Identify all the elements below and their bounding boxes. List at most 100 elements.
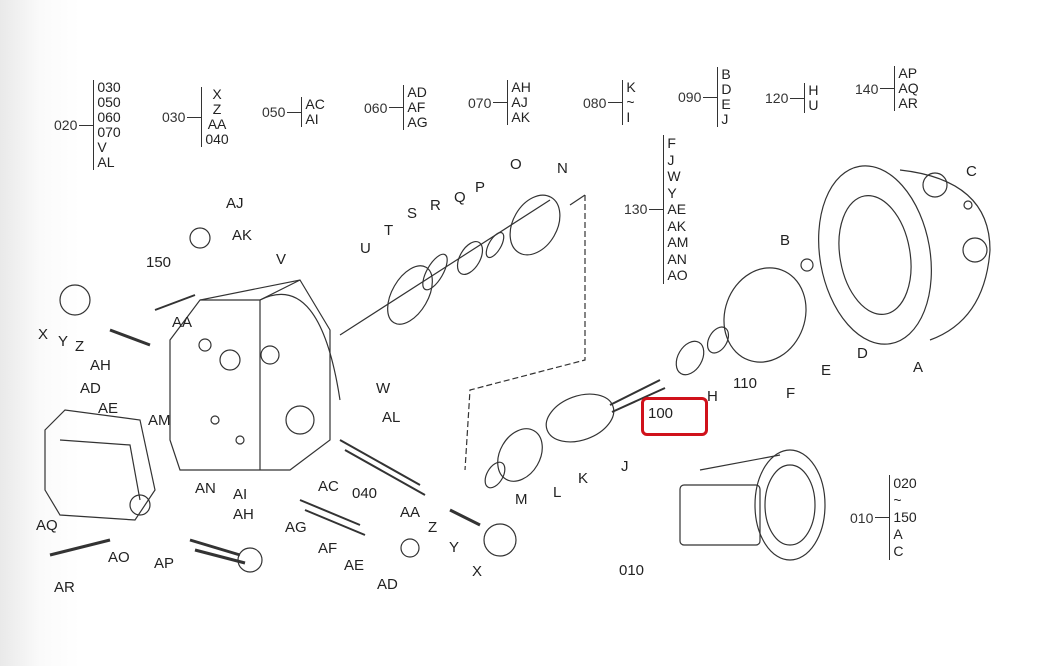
item: X: [212, 86, 222, 102]
callout-y: Y: [449, 539, 460, 556]
leader-line: [880, 88, 895, 89]
leader-line: [875, 517, 890, 518]
item: J: [721, 111, 729, 127]
callout-ae: AE: [344, 557, 365, 574]
callout-aa: AA: [400, 504, 421, 521]
callout-aj: AJ: [226, 195, 244, 212]
item: W: [667, 168, 681, 184]
group-key: 070: [468, 94, 492, 111]
callout-ah: AH: [233, 506, 254, 523]
callout-n: N: [557, 160, 568, 177]
item: ~: [893, 492, 902, 508]
callout-v: V: [276, 251, 287, 268]
item: AI: [305, 111, 319, 127]
item: AJ: [511, 94, 528, 110]
group-key: 060: [364, 99, 388, 116]
item: AN: [667, 250, 687, 267]
rotating-group: [339, 194, 586, 471]
callout-p: P: [475, 179, 486, 196]
item: AP: [898, 65, 918, 81]
item: U: [808, 97, 819, 113]
callout-c: C: [966, 163, 977, 180]
callout-s: S: [407, 205, 418, 222]
item: AL: [97, 154, 115, 170]
callout-040: 040: [352, 485, 378, 502]
callout-z: Z: [75, 338, 85, 355]
leader-line: [287, 111, 302, 113]
leader-line: [389, 107, 404, 108]
callout-j: J: [621, 458, 629, 475]
leader-line: [649, 208, 664, 210]
motor-housing: [800, 165, 991, 345]
callout-ao: AO: [108, 549, 130, 566]
end-cover: [44, 409, 156, 521]
item: AD: [407, 84, 427, 100]
leader-line: [493, 102, 508, 103]
callout-ad: AD: [377, 576, 398, 593]
item: AH: [511, 79, 531, 95]
item: 060: [97, 109, 121, 125]
callout-l: L: [553, 484, 562, 501]
item: AF: [407, 99, 426, 115]
item: 150: [893, 509, 917, 525]
callout-al: AL: [382, 409, 401, 426]
callout-d: D: [857, 345, 868, 362]
callout-aq: AQ: [36, 517, 58, 534]
item: AA: [207, 116, 227, 132]
callout-z: Z: [428, 519, 438, 536]
callout-ah: AH: [90, 357, 111, 374]
callout-w: W: [376, 380, 391, 397]
item: I: [626, 109, 631, 125]
item: AG: [407, 114, 428, 130]
callout-af: AF: [318, 540, 338, 557]
leader-line: [703, 96, 718, 98]
group-items: K~I: [622, 80, 636, 125]
item: AC: [305, 96, 325, 112]
group-key: 030: [162, 109, 186, 125]
item: 070: [97, 124, 121, 140]
callout-aa: AA: [172, 314, 193, 331]
callout-m: M: [515, 491, 528, 508]
leader-line: [79, 124, 94, 126]
callout-100: 100: [648, 405, 674, 422]
assembled-motor: [679, 449, 826, 561]
item: A: [893, 526, 903, 542]
callout-t: T: [384, 222, 394, 239]
callout-q: Q: [454, 189, 466, 206]
callout-ad: AD: [80, 380, 101, 397]
callout-u: U: [360, 240, 371, 257]
callout-ar: AR: [54, 579, 75, 596]
leader-line: [608, 102, 623, 103]
callout-am: AM: [148, 412, 171, 429]
item: H: [808, 82, 819, 98]
group-key: 120: [765, 90, 789, 106]
group-key: 080: [583, 94, 607, 111]
item: 020: [893, 475, 917, 491]
item: ~: [626, 94, 635, 110]
callout-ap: AP: [154, 555, 175, 572]
item: D: [721, 81, 732, 97]
callout-a: A: [913, 359, 924, 376]
group-key: 090: [678, 89, 702, 105]
callout-ak: AK: [232, 227, 253, 244]
callout-x: X: [38, 326, 49, 343]
item: 030: [97, 79, 121, 95]
valve-spools: [49, 227, 517, 573]
callout-an: AN: [195, 480, 216, 497]
callout-ae: AE: [98, 400, 119, 417]
callout-ai: AI: [233, 486, 248, 503]
